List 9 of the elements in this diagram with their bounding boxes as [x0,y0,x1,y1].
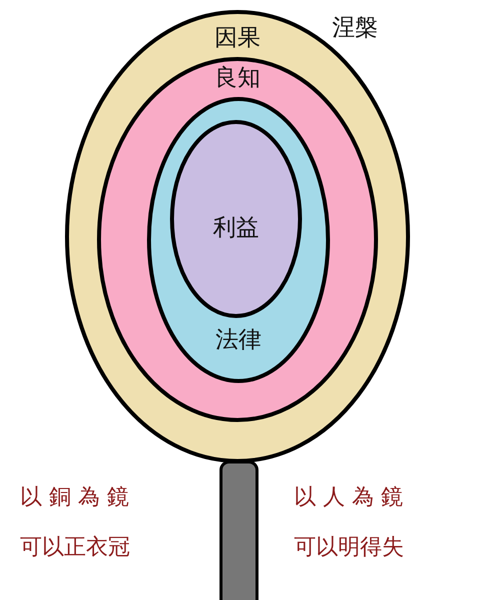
ring-label: 法律 [216,326,262,354]
ring-label: 利益 [213,214,259,242]
ring-label: 因果 [214,24,260,52]
motto-text: 可以明得失 [294,534,404,562]
motto-text: 以 銅 為 鏡 [20,484,129,512]
ring-label: 良知 [214,64,260,92]
motto-text: 以 人 為 鏡 [294,484,403,512]
outer-label: 涅槃 [332,14,378,42]
motto-text: 可以正衣冠 [20,534,130,562]
